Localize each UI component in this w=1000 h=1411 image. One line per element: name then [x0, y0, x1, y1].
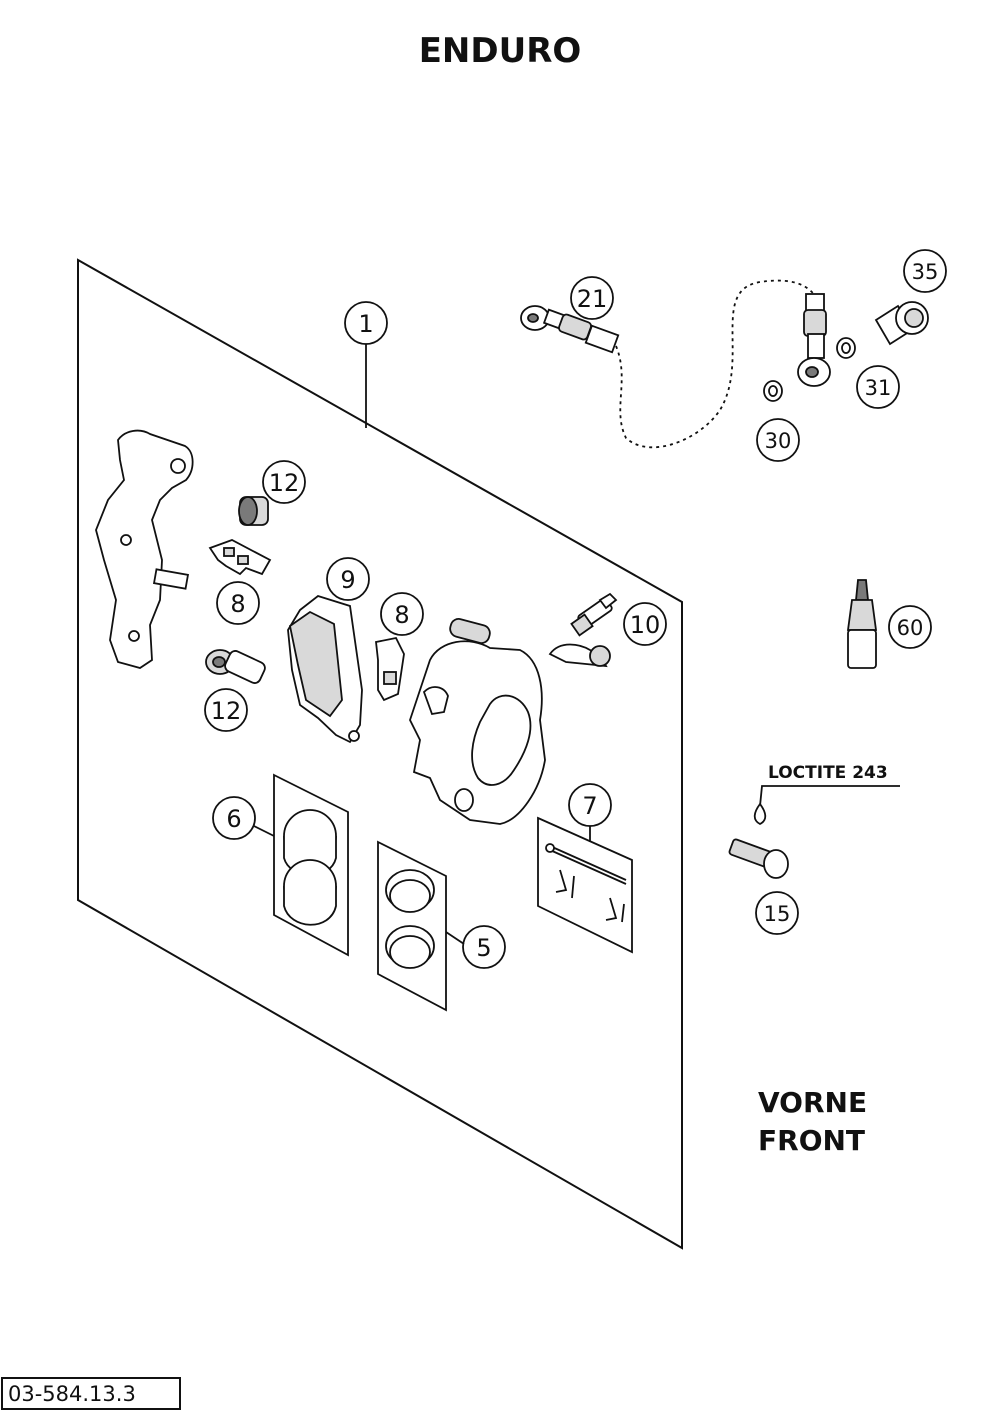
- svg-text:31: 31: [865, 376, 892, 400]
- pad-pin-kit-7: [537, 816, 633, 954]
- callout-7: 7: [568, 783, 612, 827]
- callout-9: 9: [326, 557, 370, 601]
- svg-text:8: 8: [394, 601, 409, 629]
- side-label-front: FRONT: [758, 1124, 865, 1157]
- bolt-12-bottom: [205, 649, 266, 684]
- svg-text:21: 21: [577, 285, 608, 313]
- svg-text:8: 8: [230, 590, 245, 618]
- drawing-code: 03-584.13.3: [8, 1382, 136, 1406]
- callout-35: 35: [903, 249, 947, 293]
- callout-60: 60: [888, 605, 932, 649]
- callout-5: 5: [462, 925, 506, 969]
- svg-text:30: 30: [765, 429, 792, 453]
- drawing-code-box: [1, 1377, 181, 1410]
- svg-text:35: 35: [912, 260, 939, 284]
- callout-21: 21: [570, 276, 614, 320]
- banjo-bolt-35: [874, 301, 929, 346]
- side-label-vorne: VORNE: [758, 1086, 867, 1119]
- bushing-12-top: [238, 496, 269, 526]
- callout-12-bottom: 12: [204, 688, 248, 732]
- washer-30-hole: [768, 385, 778, 397]
- kit-sheet: [77, 258, 683, 1250]
- callout-1: 1: [344, 301, 388, 345]
- pad-spring-8-left: [208, 539, 272, 576]
- callout-8-right: 8: [380, 592, 424, 636]
- seal-kit-5: [377, 840, 447, 1012]
- callout-8-left: 8: [216, 581, 260, 625]
- loctite-bottle-60: [846, 579, 878, 669]
- bleeder-valve-10: [570, 592, 618, 637]
- piston-kit-6: [273, 773, 349, 957]
- callout-12-top: 12: [262, 460, 306, 504]
- svg-text:1: 1: [358, 310, 373, 338]
- pad-retainer-8-right: [375, 636, 405, 702]
- svg-text:6: 6: [226, 805, 241, 833]
- svg-text:10: 10: [630, 611, 661, 639]
- brake-line-elbow: [548, 643, 611, 668]
- svg-text:5: 5: [476, 934, 491, 962]
- svg-text:12: 12: [269, 469, 300, 497]
- callout-5-leader: [445, 931, 465, 945]
- loctite-leader: [759, 785, 900, 807]
- callout-30: 30: [756, 418, 800, 462]
- svg-text:60: 60: [897, 616, 924, 640]
- callout-31: 31: [856, 365, 900, 409]
- callout-10: 10: [623, 602, 667, 646]
- screw-15: [728, 838, 789, 879]
- loctite-label: LOCTITE 243: [768, 763, 888, 783]
- diagram-title: ENDURO: [419, 31, 582, 71]
- callout-6-leader: [253, 825, 275, 837]
- loctite-drop-icon: [753, 802, 767, 826]
- brake-pads-9: [287, 595, 363, 744]
- svg-text:7: 7: [582, 792, 597, 820]
- svg-text:9: 9: [340, 566, 355, 594]
- caliper-body: [409, 618, 546, 825]
- caliper-bracket: [95, 429, 194, 669]
- banjo-fitting: [797, 293, 831, 387]
- washer-31-hole: [841, 342, 851, 354]
- svg-text:12: 12: [211, 697, 242, 725]
- svg-text:15: 15: [764, 902, 791, 926]
- callout-6: 6: [212, 796, 256, 840]
- callout-15: 15: [755, 891, 799, 935]
- brake-line-21: [520, 279, 819, 449]
